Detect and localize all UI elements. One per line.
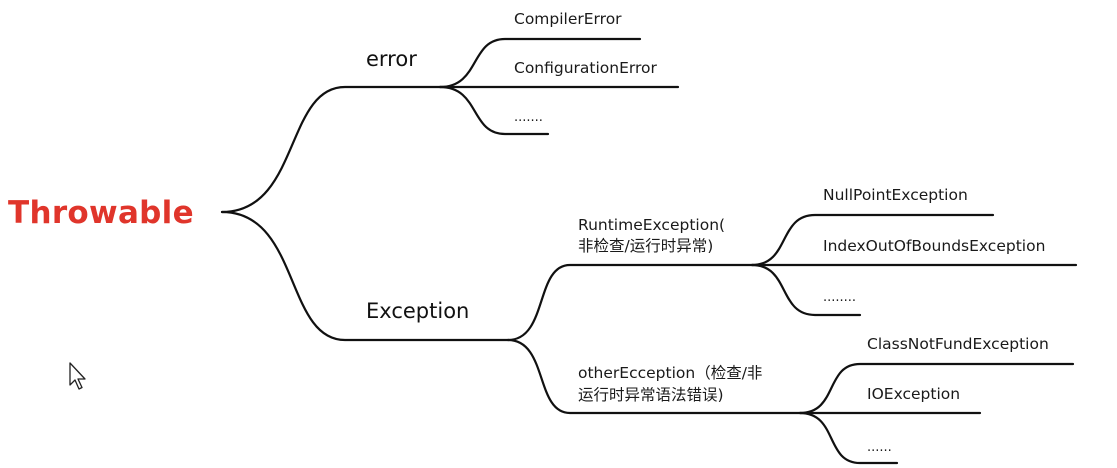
leaf-error-ellipsis: .......	[514, 110, 543, 125]
other-exception-label-line1: otherEcception（检查/非	[578, 364, 763, 382]
edge-root-exception	[220, 210, 510, 342]
mouse-pointer-icon	[69, 362, 86, 390]
edge-error-dots	[438, 85, 550, 136]
root-node-label: Throwable	[8, 195, 194, 231]
leaf-configurationerror: ConfigurationError	[514, 59, 657, 77]
exception-node-label: Exception	[366, 299, 470, 323]
leaf-other-ellipsis: ......	[867, 440, 892, 455]
leaf-ioexception: IOException	[867, 385, 961, 403]
edge-exception-runtime	[506, 263, 754, 342]
leaf-nullpointexception: NullPointException	[823, 186, 968, 204]
leaf-runtime-ellipsis: ........	[823, 290, 857, 305]
other-exception-label-line2: 运行时异常语法错误)	[578, 386, 724, 404]
edge-exception-other	[506, 338, 802, 415]
edge-runtime-nullpoint	[750, 213, 995, 267]
edge-other-dots	[798, 411, 899, 465]
leaf-indexoutofboundsexception: IndexOutOfBoundsException	[823, 237, 1046, 255]
leaf-compilererror: CompilerError	[514, 10, 622, 28]
edge-other-classnotfund	[798, 362, 1075, 415]
runtime-exception-label-line2: 非检查/运行时异常)	[578, 237, 714, 255]
edge-error-compilererror	[438, 37, 642, 89]
leaf-classnotfundexception: ClassNotFundException	[867, 335, 1049, 353]
runtime-exception-label-line1: RuntimeException(	[578, 216, 726, 234]
edge-root-error	[220, 85, 442, 214]
edge-runtime-dots	[750, 263, 862, 317]
error-node-label: error	[366, 47, 417, 71]
